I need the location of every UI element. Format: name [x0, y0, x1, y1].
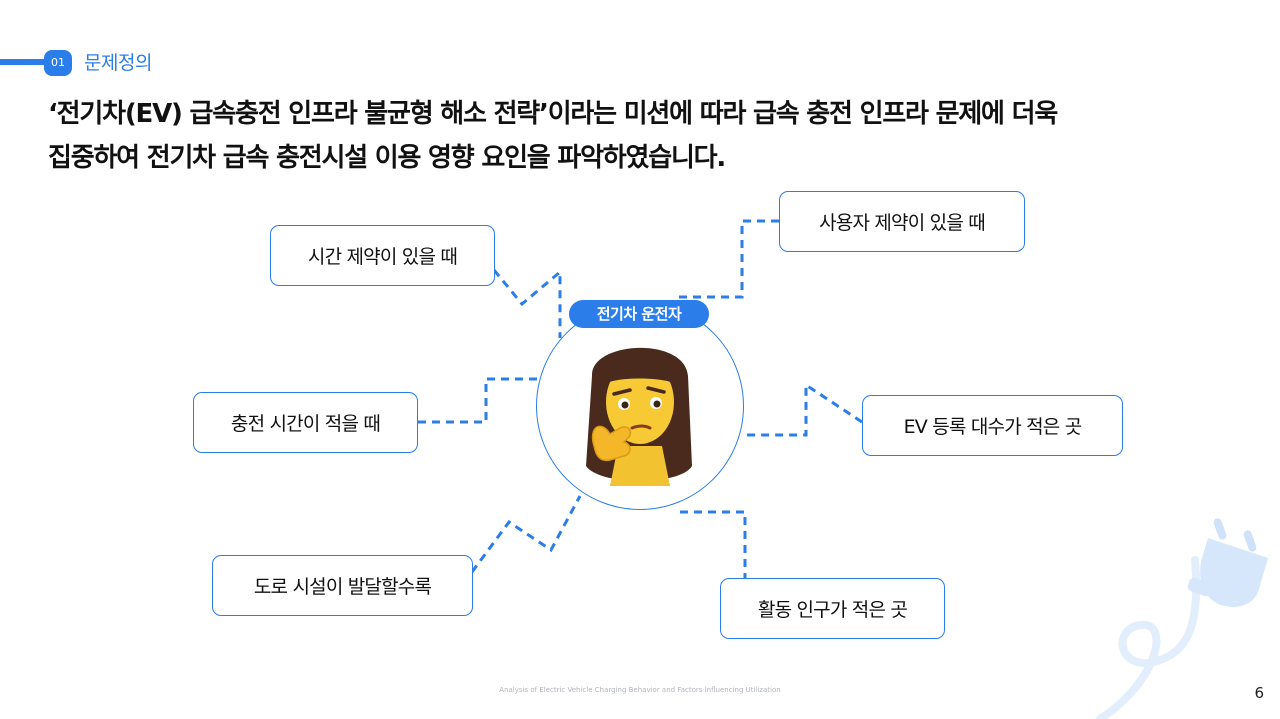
factor-node-user-constraint: 사용자 제약이 있을 때: [779, 191, 1025, 252]
factor-node-road-facilities: 도로 시설이 발달할수록: [212, 555, 473, 616]
factor-node-time-constraint: 시간 제약이 있을 때: [270, 225, 495, 286]
connector-time-constraint: [492, 268, 562, 338]
connector-ev-registration: [746, 382, 863, 437]
headline-line-1: ‘전기차(EV) 급속충전 인프라 불균형 해소 전략’이라는 미션에 따라 급…: [48, 99, 1058, 129]
ev-plug-decoration-icon: [1096, 518, 1268, 719]
headline: ‘전기차(EV) 급속충전 인프라 불균형 해소 전략’이라는 미션에 따라 급…: [48, 92, 1228, 180]
factor-node-charging-time: 충전 시간이 적을 때: [193, 392, 418, 453]
section-accent-bar: [0, 59, 48, 65]
thinking-woman-memoji-icon: [586, 347, 692, 486]
headline-line-2: 집중하여 전기차 급속 충전시설 이용 영향 요인을 파악하였습니다.: [48, 143, 726, 173]
section-number-badge: 01: [44, 50, 72, 76]
footer-caption: Analysis of Electric Vehicle Charging Be…: [499, 686, 781, 694]
connector-active-population: [680, 510, 747, 578]
connector-road-facilities: [470, 495, 582, 573]
connector-user-constraint: [676, 219, 779, 299]
section-title: 문제정의: [84, 52, 152, 74]
factor-node-active-population: 활동 인구가 적은 곳: [720, 578, 945, 639]
connector-charging-time: [418, 377, 540, 424]
page-number: 6: [1254, 684, 1264, 702]
factor-node-ev-registration: EV 등록 대수가 적은 곳: [862, 395, 1123, 456]
center-node-label: 전기차 운전자: [569, 300, 709, 328]
